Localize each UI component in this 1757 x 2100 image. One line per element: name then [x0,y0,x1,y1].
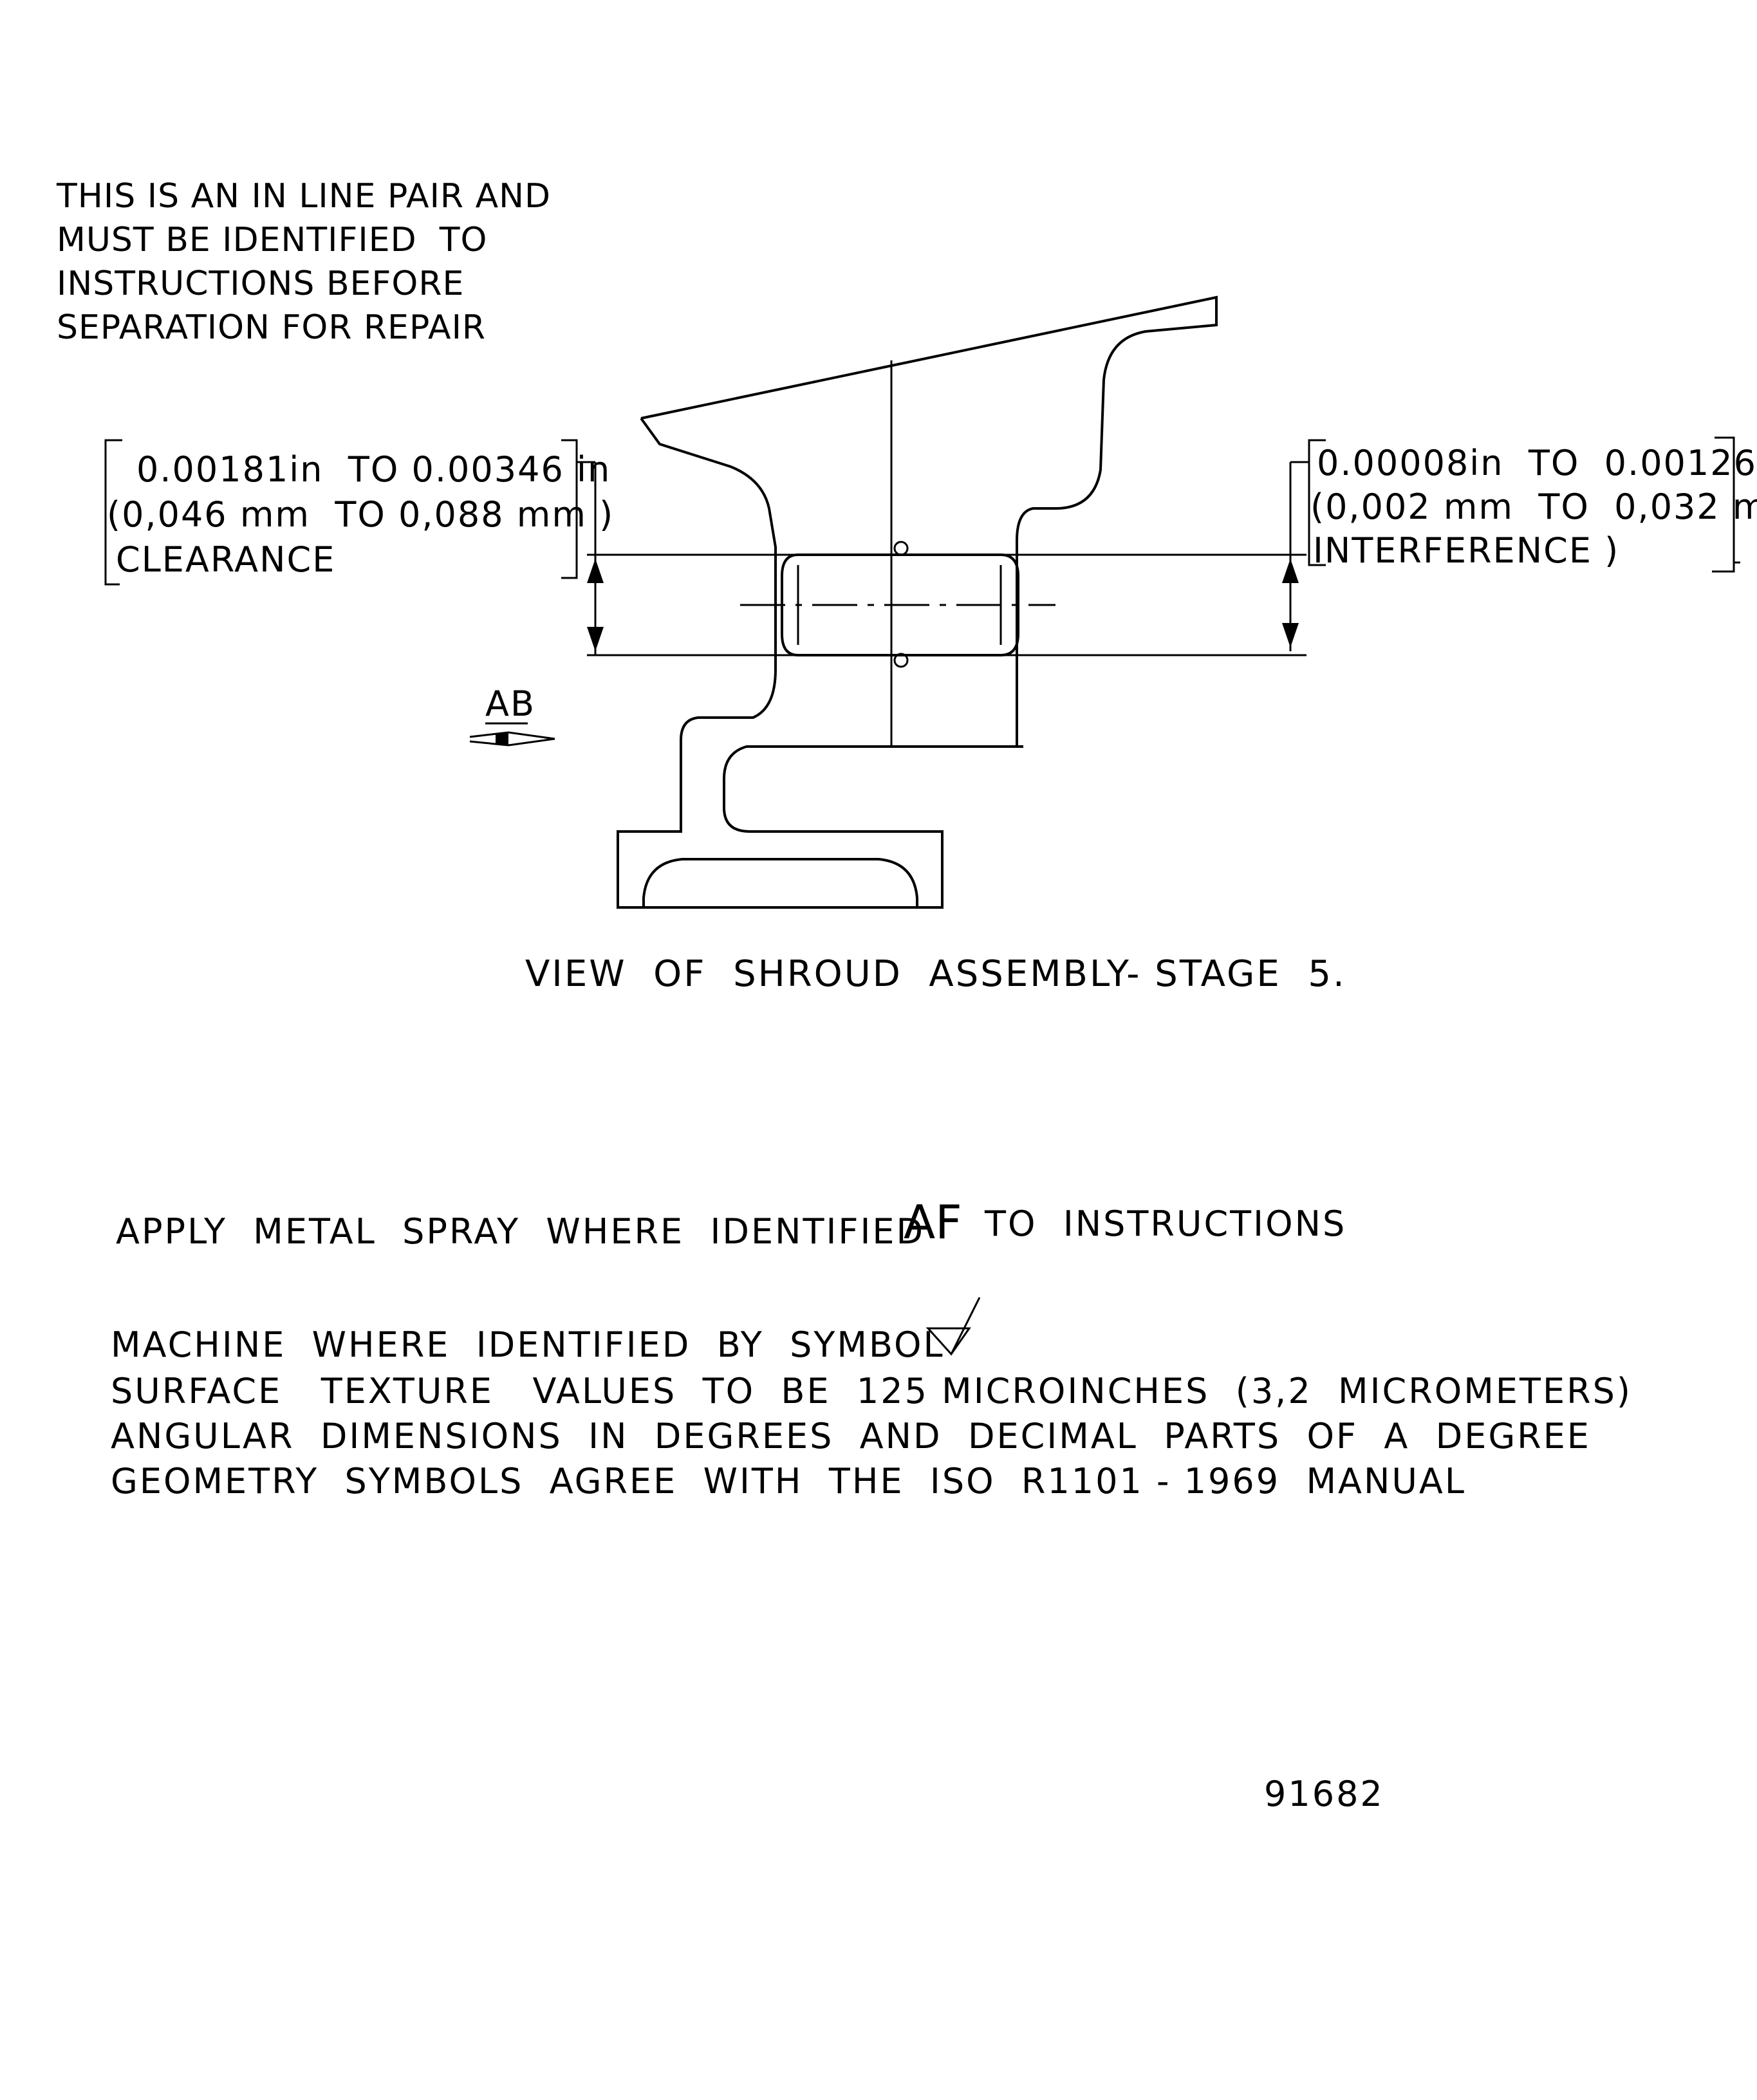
interference-mm-range: (0,002 mm TO 0,032 mm) [1310,487,1757,527]
interference-label: INTERFERENCE ) [1313,530,1619,571]
note-line-3: INSTRUCTIONS BEFORE [57,265,464,303]
interference-dimension: 0.00008in TO 0.00126in (0,002 mm TO 0,03… [1282,436,1757,651]
metal-spray-note: APPLY METAL SPRAY WHERE IDENTIFIED [116,1211,925,1252]
note-line-1: THIS IS AN IN LINE PAIR AND [56,177,551,216]
clearance-arrow-down [587,627,604,651]
machining-symbol-icon [925,1327,971,1356]
view-caption: VIEW OF SHROUD ASSEMBLY- STAGE 5. [525,953,1346,995]
clearance-mm-range: (0,046 mm TO 0,088 mm ) [107,494,614,535]
angular-dimensions-note: ANGULAR DIMENSIONS IN DEGREES AND DECIMA… [111,1416,1591,1456]
metal-spray-code: AF [904,1195,962,1249]
geometry-symbols-note: GEOMETRY SYMBOLS AGREE WITH THE ISO R110… [111,1461,1466,1501]
note-line-2: MUST BE IDENTIFIED TO [57,221,487,259]
clearance-arrow-up [587,559,604,583]
view-arrow-fill [496,732,508,745]
view-arrow-head [469,731,555,747]
general-notes: APPLY METAL SPRAY WHERE IDENTIFIED AF TO… [111,1195,1632,1501]
note-line-4: SEPARATION FOR REPAIR [57,308,486,347]
pin-assembly [740,541,1055,668]
right-profile [640,295,1218,747]
inline-pair-note: THIS IS AN IN LINE PAIR AND MUST BE IDEN… [56,177,551,347]
right-close-bracket [1715,436,1740,564]
clearance-inch-range: 0.00181in TO 0.00346 in [136,449,611,490]
right-open-bracket [1308,439,1326,566]
surface-texture-note: SURFACE TEXTURE VALUES TO BE 125 MICROIN… [111,1371,1632,1411]
figure-reference-number: 91682 [1264,1774,1384,1814]
left-close-bracket [561,439,578,579]
shroud-outline [617,295,1218,909]
view-label: AB [485,683,535,724]
dimension-extension-lines [587,553,1306,656]
platform-arch [642,858,918,907]
machining-symbol-tick [950,1297,981,1355]
machine-note: MACHINE WHERE IDENTIFIED BY SYMBOL [111,1324,945,1365]
seal-ring-bottom [893,653,909,668]
clearance-dimension: 0.00181in TO 0.00346 in (0,046 mm TO 0,0… [104,439,614,655]
left-open-bracket [104,439,122,586]
interference-arrow-up [1282,559,1299,583]
clearance-label: CLEARANCE [116,539,335,580]
interference-inch-range: 0.00008in TO 0.00126in [1317,443,1757,483]
view-arrow-ab: AB [469,683,555,747]
seal-ring-top [893,541,909,556]
interference-arrow-down [1282,623,1299,647]
metal-spray-note-end: TO INSTRUCTIONS [984,1203,1346,1244]
left-profile [617,417,1023,909]
right-close-tail [1712,562,1735,573]
